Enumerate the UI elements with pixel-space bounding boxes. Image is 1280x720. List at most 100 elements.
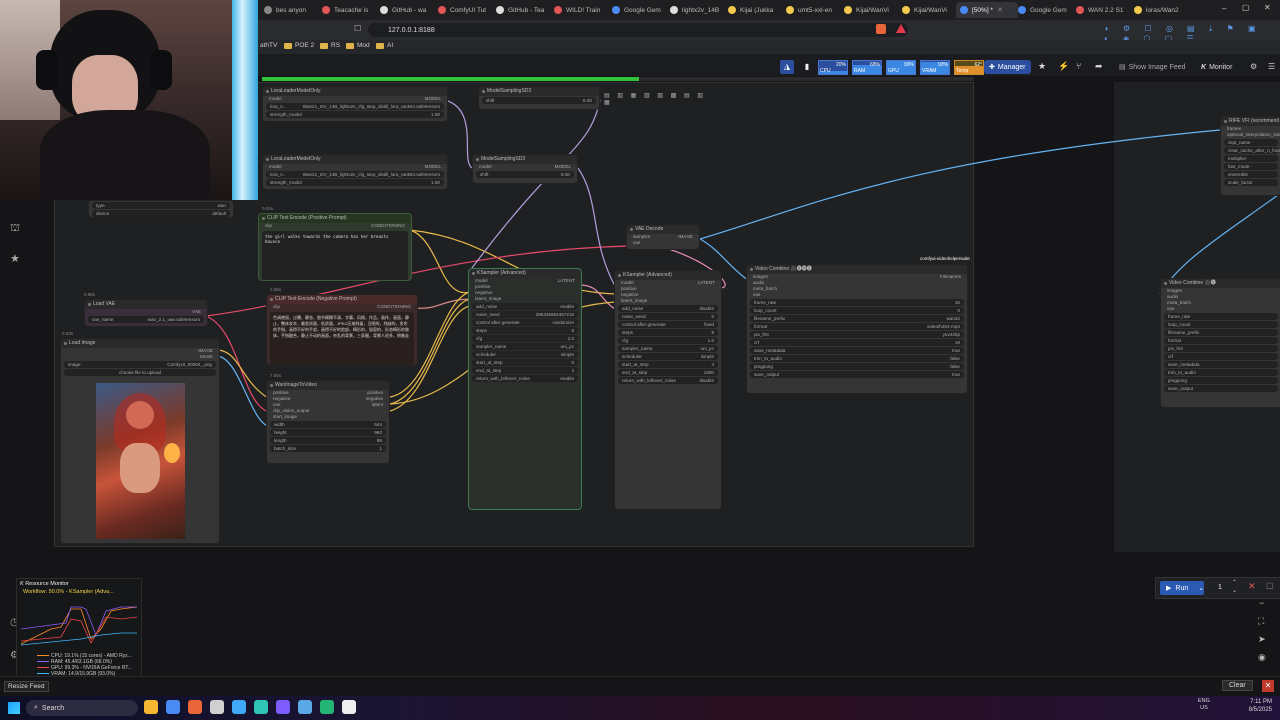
- monitor-settings-icon[interactable]: ◮: [780, 60, 794, 74]
- browser-tab[interactable]: Google Gem: [1014, 2, 1076, 18]
- settings-icon[interactable]: ⚙: [1250, 62, 1258, 71]
- browser-tab[interactable]: loras/Wan2: [1130, 2, 1192, 18]
- negative-prompt-textarea[interactable]: 色调艳丽，过曝，静态，细节模糊不清，字幕，风格，作品，画作，画面，静止，整体发灰…: [270, 312, 414, 365]
- browser-tab[interactable]: ComfyUI Tut: [434, 2, 496, 18]
- widget-row[interactable]: frame_rate: [1164, 313, 1278, 320]
- close-tab-icon[interactable]: ✕: [996, 7, 1003, 14]
- bookmark-folder[interactable]: Mod: [346, 42, 370, 49]
- widget-row[interactable]: clear_cache_after_n_frames: [1224, 147, 1280, 154]
- resize-feed-button[interactable]: Resize Feed: [4, 681, 49, 692]
- windows-start-icon[interactable]: [8, 702, 20, 714]
- close-window-icon[interactable]: ✕: [1264, 3, 1271, 12]
- brave-rewards-icon[interactable]: [896, 24, 906, 33]
- widget-row[interactable]: loop_count: [1164, 321, 1278, 328]
- rife-vfi-node[interactable]: RIFE VFI (recommend frames optional_inte…: [1220, 116, 1280, 196]
- browser-tab[interactable]: Kijai/WanVi: [898, 2, 960, 18]
- resource-monitor-panel[interactable]: K Resource Monitor Workflow: 50.0% - KSa…: [16, 578, 142, 688]
- queue-panel-icon[interactable]: ▢: [1266, 581, 1274, 590]
- bookmark-item[interactable]: athTV: [260, 42, 277, 49]
- widget-row[interactable]: ckpt_name: [1224, 139, 1278, 146]
- pause-monitor-icon[interactable]: ▮: [804, 62, 810, 71]
- upload-button[interactable]: choose file to upload: [64, 369, 216, 376]
- widget-row[interactable]: multiplier: [1224, 155, 1278, 162]
- browser-tab[interactable]: Kijai/WanVi: [840, 2, 902, 18]
- widget-row[interactable]: save_output: [1164, 385, 1278, 392]
- url-field[interactable]: 127.0.0.1:8188: [368, 23, 908, 37]
- widget-row[interactable]: trim_to_audio: [1164, 369, 1278, 376]
- browser-tab[interactable]: Google Gem: [608, 2, 670, 18]
- taskbar-clock[interactable]: 7:11 PM 8/5/2025: [1236, 698, 1272, 714]
- settings-gear-icon[interactable]: ⚙: [10, 650, 19, 661]
- share-icon[interactable]: ➦: [1095, 61, 1103, 71]
- browser-tab[interactable]: GitHub - wa: [376, 2, 438, 18]
- fit-view-icon[interactable]: ⛶: [1258, 616, 1265, 626]
- pointer-mode-icon[interactable]: ➤: [1258, 634, 1266, 644]
- prompt-textarea[interactable]: the girl walks towards the camera has he…: [262, 231, 408, 280]
- show-image-feed-button[interactable]: ▤ Show Image Feed: [1114, 60, 1190, 74]
- language-indicator[interactable]: ENG US: [1198, 698, 1210, 712]
- browser-tab[interactable]: Kijai (Jukka: [724, 2, 786, 18]
- browser-tab[interactable]: [50%] *✕: [956, 2, 1018, 18]
- widget-row[interactable]: ensemble: [1224, 171, 1278, 178]
- bookmark-folder[interactable]: AI: [376, 42, 393, 49]
- terminal-icon[interactable]: [342, 700, 356, 714]
- node-library-icon[interactable]: ★: [10, 253, 20, 265]
- manager-button[interactable]: ✚ Manager: [984, 60, 1031, 74]
- widget-row[interactable]: filename_prefix: [1164, 329, 1278, 336]
- app-icon[interactable]: [232, 700, 246, 714]
- brave-icon[interactable]: [188, 700, 202, 714]
- taskbar-search[interactable]: ⌕ Search: [26, 700, 138, 716]
- widget-row[interactable]: save_metadata: [1164, 361, 1278, 368]
- browser-tab[interactable]: WAN 2.2 S1: [1072, 2, 1134, 18]
- browser-tab[interactable]: WILD! Train: [550, 2, 612, 18]
- star-icon[interactable]: ★: [1038, 61, 1047, 71]
- branch-icon[interactable]: ⑂: [1076, 61, 1082, 71]
- close-feed-icon[interactable]: ✕: [1262, 680, 1274, 692]
- widget-row[interactable]: crf: [1164, 353, 1278, 360]
- maximize-icon[interactable]: ▢: [1242, 3, 1250, 12]
- app-icon[interactable]: [298, 700, 312, 714]
- monitor-button[interactable]: K Monitor: [1196, 60, 1237, 74]
- file-explorer-icon[interactable]: [144, 700, 158, 714]
- browser-tab[interactable]: lightx2v_14B: [666, 2, 728, 18]
- browser-tab[interactable]: GitHub - Tea: [492, 2, 554, 18]
- bookmark-folder[interactable]: POE 2: [284, 42, 314, 49]
